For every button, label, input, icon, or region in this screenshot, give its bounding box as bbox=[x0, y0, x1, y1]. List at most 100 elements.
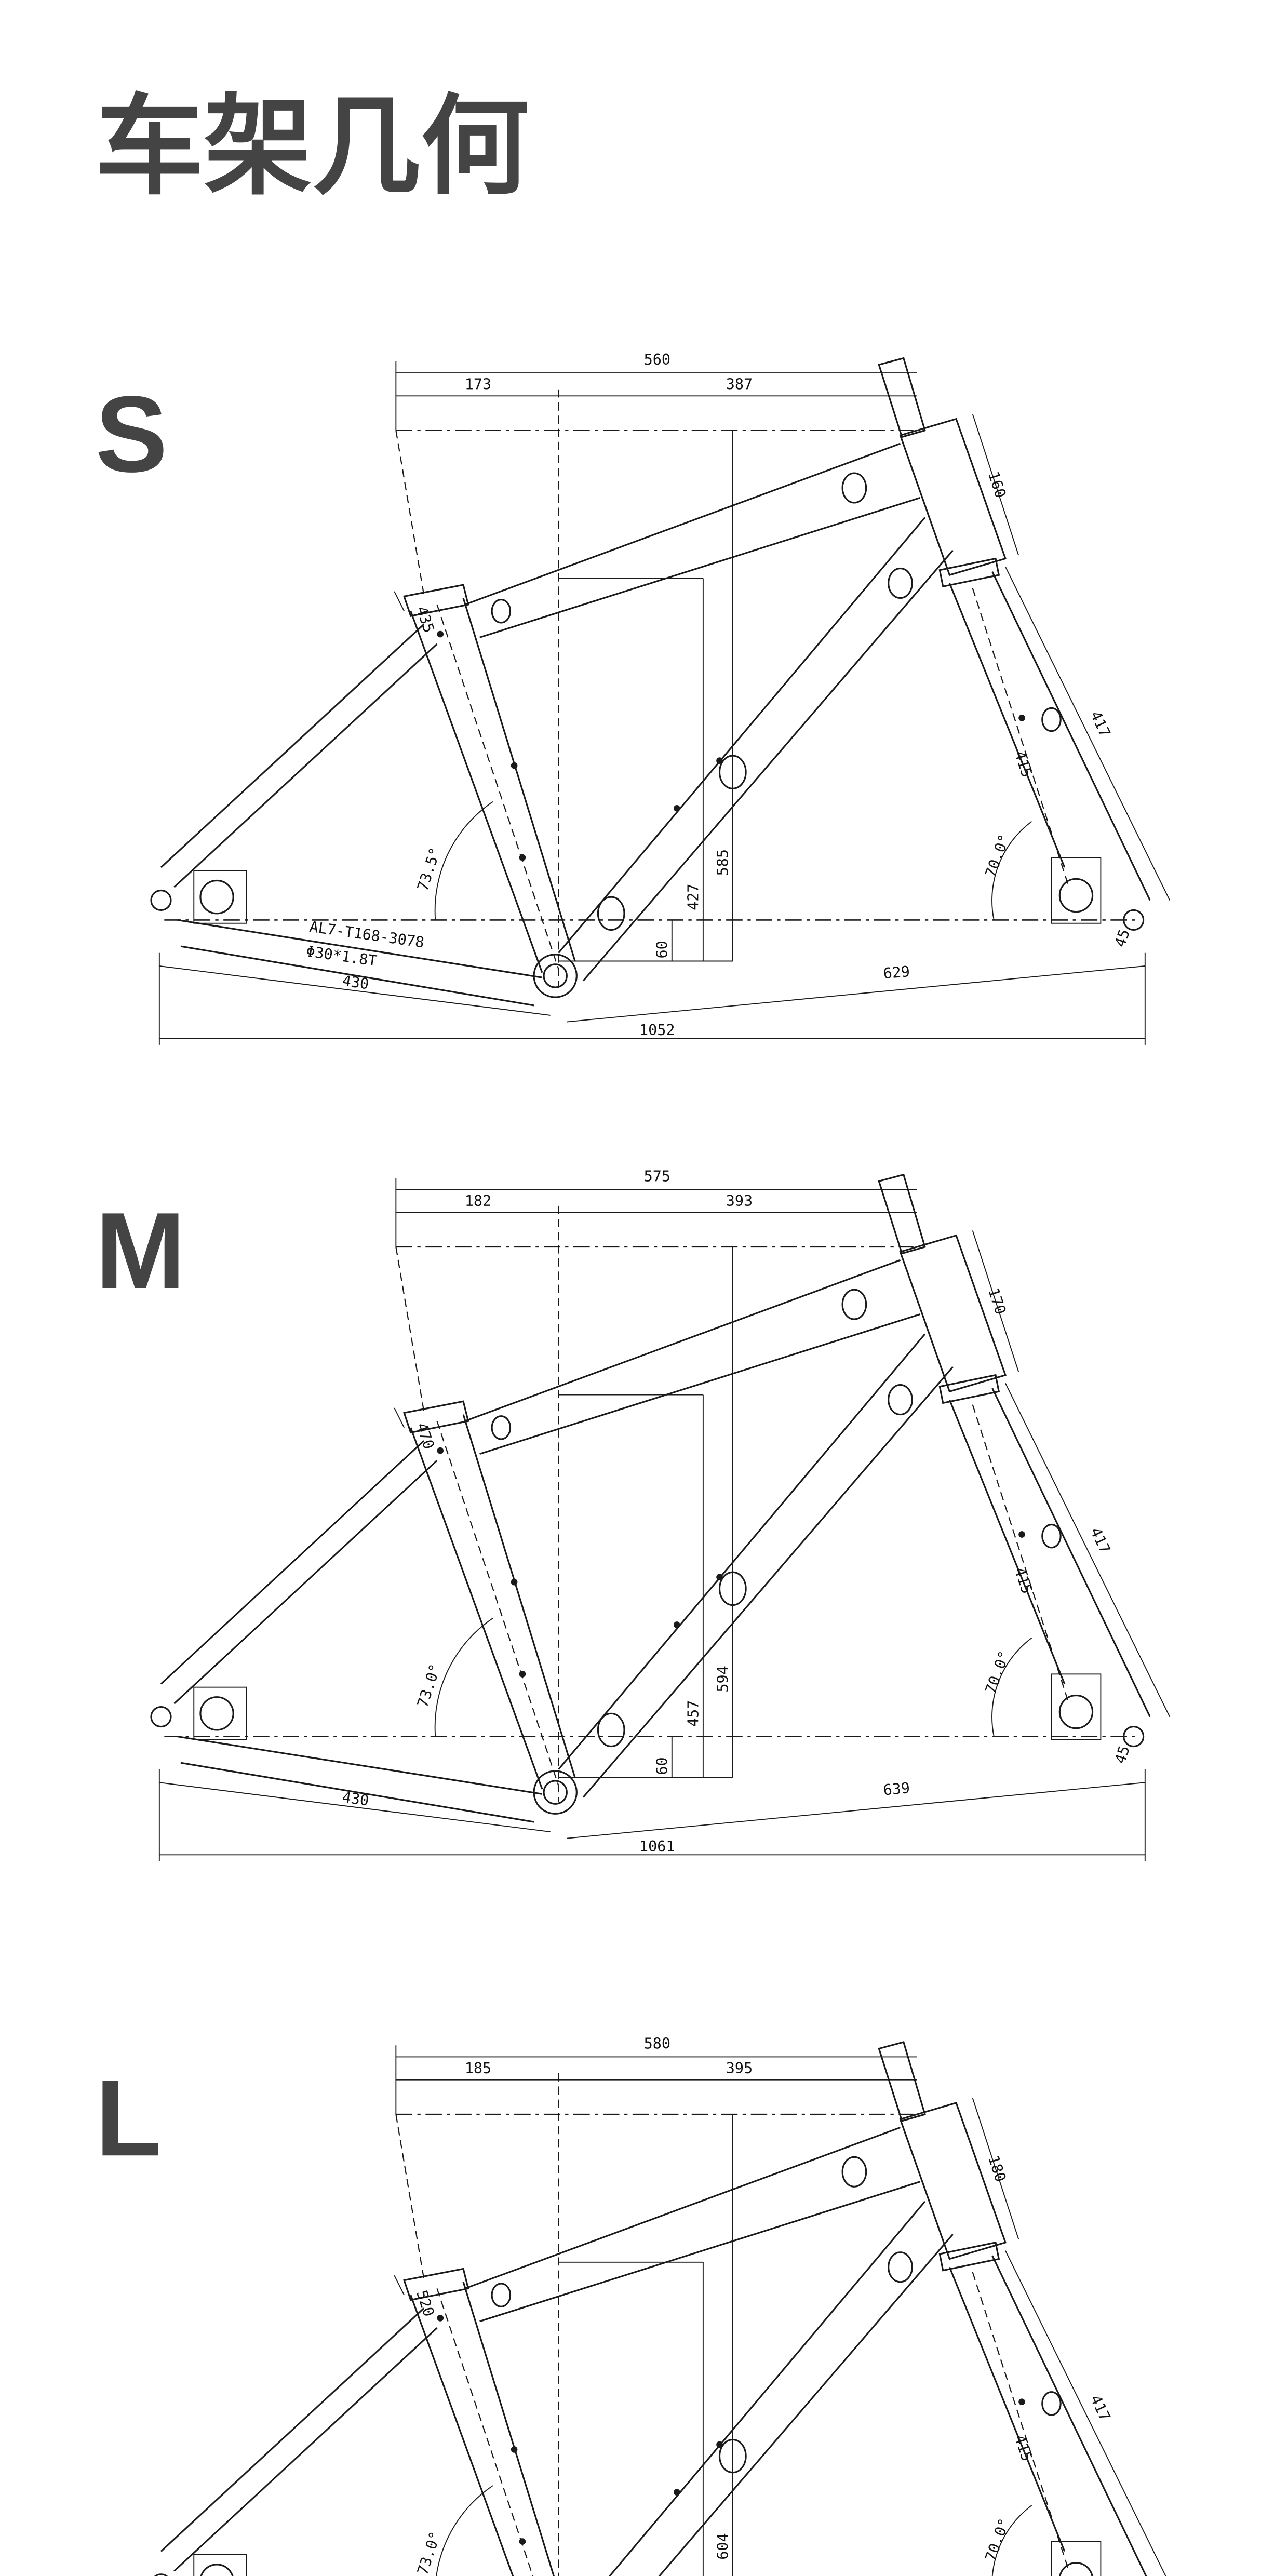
front-center-label: 639 bbox=[882, 1779, 910, 1799]
top-tube bbox=[479, 1313, 920, 1455]
front-center-dim-line bbox=[567, 1782, 1145, 1839]
head-tube-dim-line bbox=[972, 2098, 1019, 2239]
head-angle-arc bbox=[991, 821, 1032, 920]
tube-section-marker bbox=[841, 2156, 867, 2188]
tube-section-marker bbox=[1041, 1523, 1062, 1549]
tube-section-marker bbox=[491, 599, 512, 624]
top-tube bbox=[479, 2181, 920, 2323]
fork-blade bbox=[991, 2255, 1147, 2576]
head-tube-dim-line bbox=[972, 1230, 1019, 1372]
rear-brake-mount bbox=[193, 1686, 247, 1740]
total-reach-label: 580 bbox=[644, 2035, 670, 2052]
setback-label: 173 bbox=[465, 376, 491, 393]
front-brake-mount bbox=[1051, 857, 1102, 924]
top-tube bbox=[464, 1259, 901, 1422]
setback-label: 185 bbox=[465, 2060, 491, 2077]
fork-length-label: 417 bbox=[1087, 2392, 1114, 2424]
fork-axle-label: 415 bbox=[1011, 1565, 1036, 1596]
bb-drop-label: 60 bbox=[653, 941, 670, 958]
fork-blade bbox=[948, 583, 1066, 868]
seat-tube-dim bbox=[394, 1407, 405, 1428]
seat-tube bbox=[410, 1427, 543, 1790]
down-tube bbox=[558, 517, 926, 954]
rear-brake-caliper bbox=[200, 2564, 234, 2576]
tube-section-marker bbox=[1041, 707, 1062, 732]
seat-angle-label: 73.0° bbox=[414, 1662, 444, 1710]
head-tube-dim-line bbox=[972, 413, 1019, 556]
chainstay-dim-line bbox=[159, 965, 551, 1016]
fork-axle-dim-line bbox=[972, 1404, 1069, 1701]
size-label: M bbox=[95, 1190, 185, 1311]
head-tube bbox=[899, 1234, 1007, 1393]
fork-crown bbox=[938, 557, 1000, 588]
fork-blade bbox=[991, 571, 1151, 901]
bottle-boss-dot bbox=[673, 805, 680, 812]
page-title: 车架几何 bbox=[95, 84, 529, 210]
seat-tube bbox=[410, 611, 543, 973]
tube-section-marker bbox=[1041, 2391, 1062, 2416]
seat-tube-cap bbox=[403, 584, 469, 618]
head-angle-arc bbox=[991, 1638, 1032, 1737]
front-brake-caliper bbox=[1058, 1694, 1094, 1729]
head-angle-arc bbox=[991, 2505, 1032, 2576]
down-tube bbox=[608, 2201, 926, 2576]
setback-label: 182 bbox=[465, 1192, 491, 1210]
bottom-bracket-inner bbox=[543, 1780, 568, 1805]
head-tube-label: 160 bbox=[985, 469, 1009, 500]
reach-label: 395 bbox=[726, 2060, 753, 2077]
tube-section-marker bbox=[491, 1415, 512, 1440]
reach-label: 387 bbox=[726, 376, 753, 393]
tube-section-marker bbox=[718, 755, 747, 789]
standover-label: 457 bbox=[685, 1700, 702, 1727]
chainstay bbox=[177, 919, 543, 978]
bottle-boss-dot bbox=[716, 2441, 723, 2448]
bottle-boss-dot bbox=[511, 1578, 518, 1586]
tube-section-marker bbox=[597, 896, 625, 931]
head-angle-label: 70.0° bbox=[982, 832, 1013, 880]
fork-length-label: 417 bbox=[1087, 708, 1114, 740]
seat-tube bbox=[410, 2295, 514, 2576]
bottle-boss-dot bbox=[716, 1574, 723, 1581]
seat-tube bbox=[462, 597, 576, 961]
fork-axle-dim-line bbox=[972, 588, 1069, 884]
seat-stay bbox=[173, 2327, 438, 2572]
rear-dropout bbox=[154, 2573, 168, 2576]
front-brake-caliper bbox=[1059, 2562, 1093, 2576]
head-angle-label: 70.0° bbox=[982, 2516, 1013, 2564]
bottle-boss-dot bbox=[511, 762, 518, 769]
top-tube bbox=[479, 497, 920, 638]
bottle-boss-dot bbox=[673, 1621, 680, 1628]
seat-tube-cap bbox=[403, 1400, 469, 1434]
top-tube bbox=[464, 442, 901, 606]
front-center-label: 629 bbox=[882, 963, 910, 982]
head-tube bbox=[899, 2102, 1007, 2260]
fork-length-dim-line bbox=[1005, 566, 1171, 901]
seat-tube-dim bbox=[394, 591, 405, 612]
bottle-boss-dot bbox=[673, 2489, 680, 2496]
seat-axis-extension bbox=[395, 430, 425, 595]
chainstay bbox=[180, 945, 534, 1007]
fork-length-dim-line bbox=[1005, 1383, 1171, 1718]
fork-crown bbox=[938, 2241, 1000, 2272]
size-label: L bbox=[95, 2058, 162, 2179]
fork-blade bbox=[991, 1388, 1151, 1718]
seat-tube-cap bbox=[403, 2268, 469, 2301]
wheelbase-label: 1052 bbox=[639, 1022, 675, 1039]
bb-drop-label: 60 bbox=[653, 1757, 670, 1775]
standover-label: 427 bbox=[685, 883, 702, 910]
seat-angle-arc bbox=[434, 1618, 493, 1737]
front-center-dim-line bbox=[567, 965, 1145, 1023]
head-tube bbox=[899, 418, 1007, 576]
seat-stay bbox=[160, 623, 425, 868]
dropout-label: 45 bbox=[1111, 1743, 1133, 1766]
bottom-bracket bbox=[533, 1770, 578, 1815]
bottle-boss-dot bbox=[519, 1671, 526, 1678]
stack-label: 585 bbox=[714, 849, 731, 876]
tube-section-marker bbox=[841, 1289, 867, 1320]
head-angle-label: 70.0° bbox=[982, 1648, 1013, 1696]
fork-axle-label: 415 bbox=[1011, 2433, 1036, 2463]
seat-angle-label: 73.0° bbox=[414, 2529, 444, 2576]
total-reach-label: 575 bbox=[644, 1168, 670, 1185]
